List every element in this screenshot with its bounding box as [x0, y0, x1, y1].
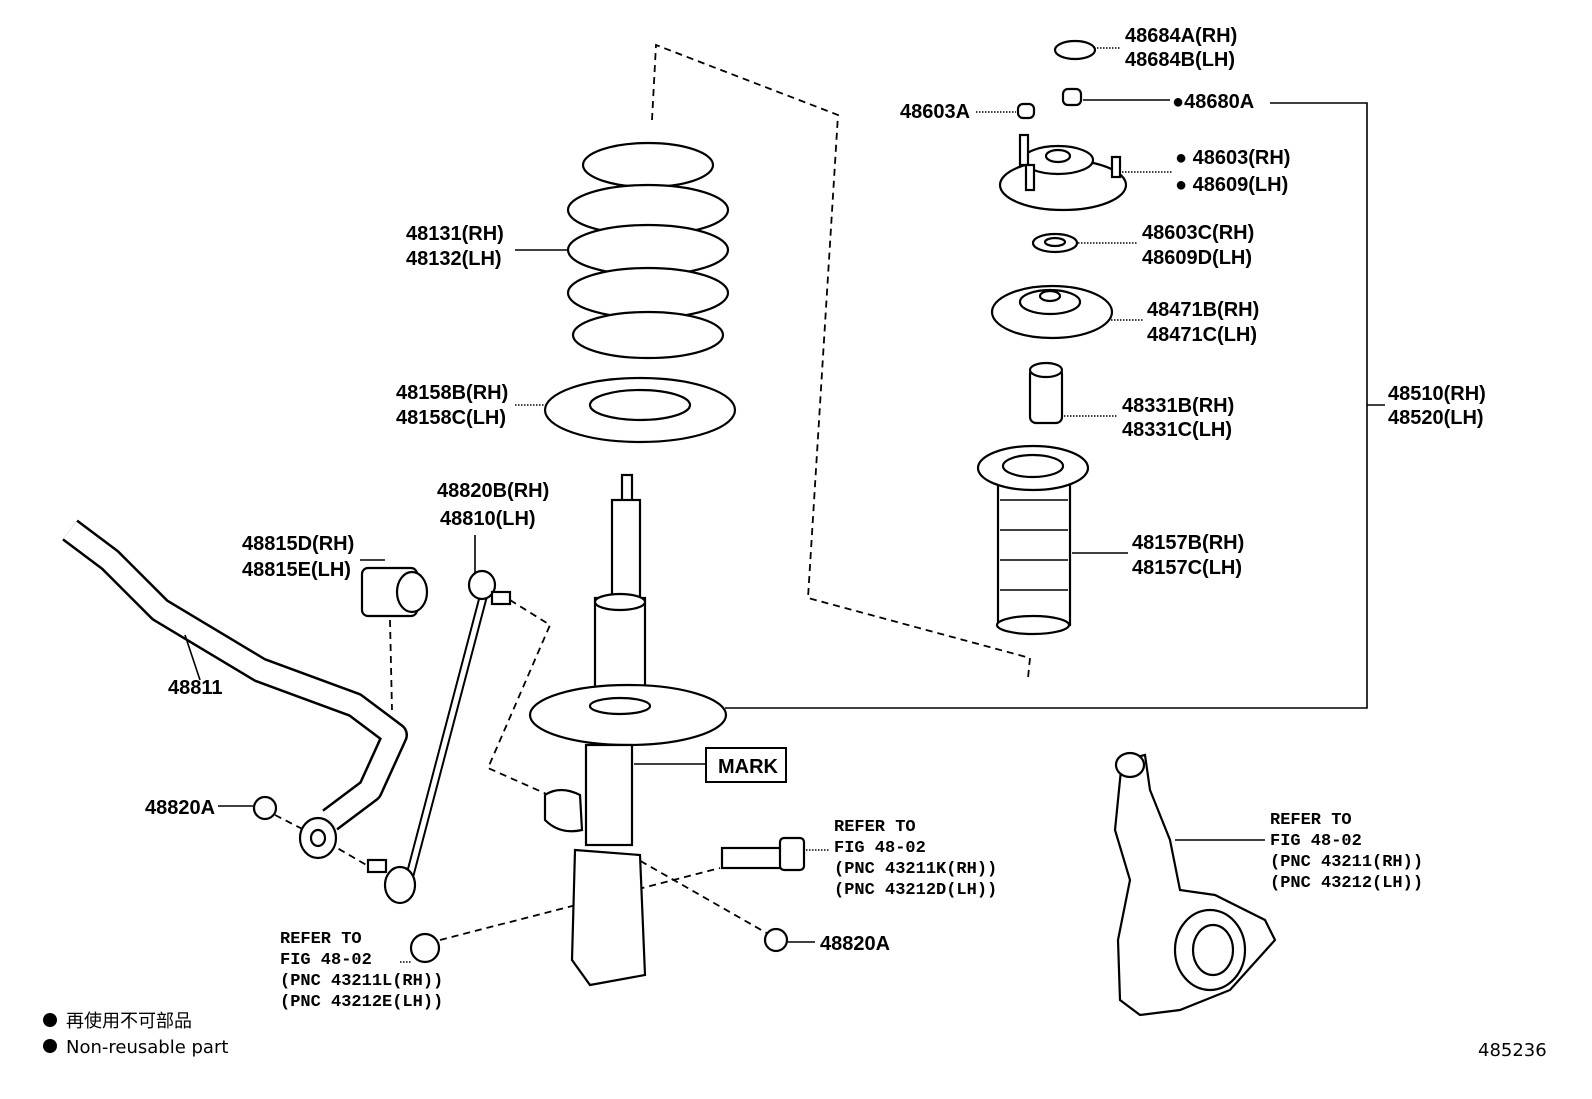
label-washer-lh: 48609D(LH) [1142, 247, 1252, 269]
label-spring-lh: 48132(LH) [406, 248, 502, 270]
reference-bolt: REFER TO FIG 48-02 (PNC 43211K(RH)) (PNC… [834, 818, 997, 900]
strut-drawing [528, 473, 728, 987]
label-support-lh: ● 48609(LH) [1175, 174, 1288, 196]
label-nut-top: ●48680A [1172, 91, 1254, 113]
label-nut-left: 48820A [145, 797, 215, 819]
label-cap-rh: 48684A(RH) [1125, 25, 1237, 47]
label-nut-small: 48603A [900, 101, 970, 123]
assembly-outline-dashed [651, 43, 1031, 679]
ref-line: (PNC 43211K(RH)) [834, 860, 997, 879]
label-support-rh: ● 48603(RH) [1175, 147, 1290, 169]
boot-drawing [976, 444, 1128, 636]
nut-bottom-drawing [400, 932, 441, 964]
link-dashed-line [486, 599, 561, 801]
nut-48603a-drawing [976, 102, 1036, 120]
nut-48680a-drawing [1061, 87, 1170, 107]
label-insulator-lh: 48158C(LH) [396, 407, 506, 429]
ref-line: REFER TO [834, 818, 916, 837]
ref-line: (PNC 43211L(RH)) [280, 972, 443, 991]
ref-line: FIG 48-02 [280, 951, 372, 970]
label-spring-rh: 48131(RH) [406, 223, 504, 245]
stabilizer-bar-drawing [62, 519, 408, 860]
label-link-rh: 48820B(RH) [437, 480, 549, 502]
spring-insulator-drawing [515, 376, 737, 444]
bushing-dashed-line [389, 619, 393, 711]
legend-japanese: 再使用不可部品 [66, 1011, 192, 1032]
label-bushing-lh: 48815E(LH) [242, 559, 351, 581]
steering-knuckle-drawing [1113, 751, 1277, 1017]
label-cap-lh: 48684B(LH) [1125, 49, 1235, 71]
mark-label: MARK [718, 756, 779, 778]
ref-line: (PNC 43212E(LH)) [280, 993, 443, 1012]
bushing-drawing [360, 559, 429, 618]
support-drawing [998, 133, 1172, 212]
ref-line: (PNC 43212(LH)) [1270, 874, 1423, 893]
nut-right-drawing [763, 927, 815, 953]
nut-right-dashed-line [629, 854, 771, 936]
ref-line: (PNC 43212D(LH)) [834, 881, 997, 900]
label-absorber-rh: 48510(RH) [1388, 383, 1486, 405]
ref-line: FIG 48-02 [834, 839, 926, 858]
figure-id: 485236 [1478, 1040, 1547, 1061]
label-absorber-lh: 48520(LH) [1388, 407, 1484, 429]
label-bumper-rh: 48331B(RH) [1122, 395, 1234, 417]
reference-nut: REFER TO FIG 48-02 (PNC 43211L(RH)) (PNC… [280, 930, 443, 1012]
label-boot-rh: 48157B(RH) [1132, 532, 1244, 554]
label-seat-rh: 48471B(RH) [1147, 299, 1259, 321]
ref-line: (PNC 43211(RH)) [1270, 853, 1423, 872]
label-bushing-rh: 48815D(RH) [242, 533, 354, 555]
label-seat-lh: 48471C(LH) [1147, 324, 1257, 346]
ref-line: REFER TO [1270, 811, 1352, 830]
label-bumper-lh: 48331C(LH) [1122, 419, 1232, 441]
label-link-lh: 48810(LH) [440, 508, 536, 530]
nut-left-drawing [218, 795, 278, 821]
ref-line: REFER TO [280, 930, 362, 949]
stabilizer-link-drawing [366, 535, 512, 905]
coil-spring-drawing [515, 141, 730, 360]
dust-cap-drawing [1053, 39, 1120, 61]
mark-box [705, 747, 787, 783]
label-nut-right: 48820A [820, 933, 890, 955]
label-insulator-rh: 48158B(RH) [396, 382, 508, 404]
bumper-drawing [1028, 361, 1118, 425]
ref-line: FIG 48-02 [1270, 832, 1362, 851]
label-boot-lh: 48157C(LH) [1132, 557, 1242, 579]
bolt-drawing [720, 836, 830, 872]
legend: 再使用不可部品 Non-reusable part [43, 1011, 228, 1058]
bullet-icon [43, 1013, 57, 1027]
washer-drawing [1031, 232, 1138, 254]
reference-knuckle: REFER TO FIG 48-02 (PNC 43211(RH)) (PNC … [1270, 811, 1423, 893]
label-stabilizer-bar: 48811 [168, 677, 223, 699]
upper-seat-drawing [990, 284, 1143, 340]
label-washer-rh: 48603C(RH) [1142, 222, 1254, 244]
legend-english: Non-reusable part [66, 1037, 228, 1058]
bullet-icon [43, 1039, 57, 1053]
